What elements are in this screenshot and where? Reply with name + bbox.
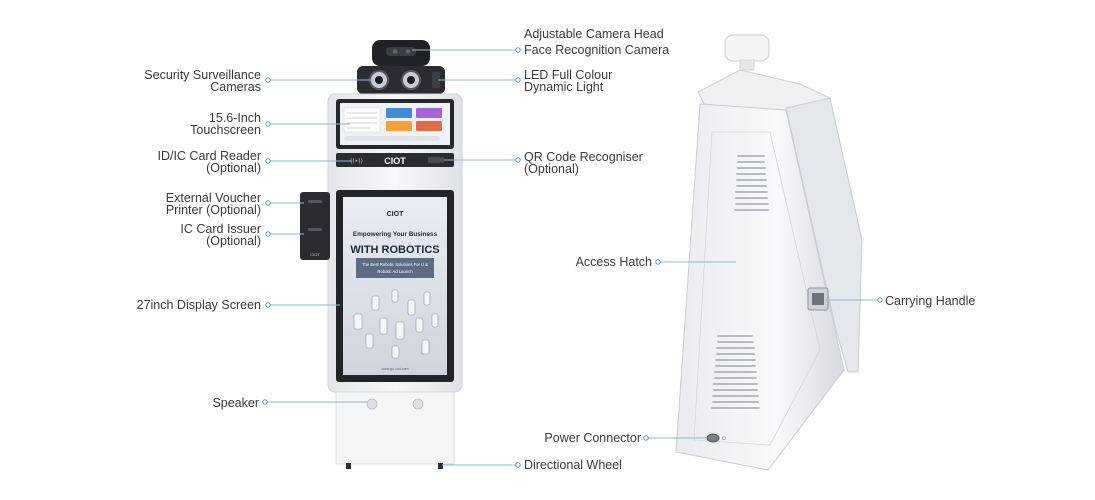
label-security-cameras-line1: Security Surveillance (144, 68, 261, 82)
label-card-issuer-line2: (Optional) (206, 234, 261, 248)
label-face-camera: Face Recognition Camera (524, 43, 670, 57)
label-security-cameras: Security Surveillance Cameras (144, 68, 261, 94)
label-display-screen: 27inch Display Screen (136, 298, 261, 312)
poster-headline-2: WITH ROBOTICS (350, 244, 439, 256)
poster-headline-1: Empowering Your Business (353, 231, 438, 238)
access-hatch (693, 131, 821, 446)
label-touchscreen-line1: 15.6-Inch (208, 111, 261, 125)
label-security-cameras-line2: Cameras (210, 80, 261, 94)
led-light-strip (432, 72, 440, 88)
label-card-reader-line1: ID/IC Card Reader (157, 149, 261, 163)
kiosk-base (335, 391, 455, 465)
label-card-issuer: IC Card Issuer (Optional) (180, 222, 261, 248)
upper-vents (734, 155, 769, 211)
speaker-right (412, 398, 424, 410)
front-kiosk: ((•)) CIOT CIOT Empowering Your Business… (300, 40, 463, 469)
label-led-light-line1: LED Full Colour (524, 68, 613, 82)
label-access-hatch-line1: Access Hatch (575, 255, 652, 269)
printer-brand-logo: CIOT (310, 252, 320, 257)
label-power-connector: Power Connector (544, 431, 641, 445)
lower-vents (711, 335, 760, 409)
speaker-left (366, 398, 378, 410)
label-power-connector-line1: Power Connector (544, 431, 641, 445)
label-led-light: LED Full Colour Dynamic Light (524, 68, 613, 94)
label-touchscreen-line2: Touchscreen (190, 123, 261, 137)
label-directional-wheel: Directional Wheel (524, 458, 622, 472)
label-directional-wheel-line1: Directional Wheel (524, 458, 622, 472)
label-access-hatch: Access Hatch (575, 255, 652, 269)
label-card-issuer-line1: IC Card Issuer (180, 222, 261, 236)
label-speaker-line1: Speaker (212, 396, 259, 410)
external-printer-box (300, 192, 330, 260)
kiosk-brand-logo: CIOT (384, 156, 406, 166)
side-kiosk: ⏻ (675, 34, 863, 471)
qr-code-recogniser (428, 157, 444, 163)
power-symbol-icon: ⏻ (722, 436, 726, 442)
display-screen-poster (343, 197, 447, 375)
label-card-reader: ID/IC Card Reader (Optional) (157, 149, 261, 175)
label-carrying-handle: Carrying Handle (885, 294, 976, 308)
side-camera-head (724, 34, 770, 62)
label-voucher-printer: External Voucher Printer (Optional) (165, 191, 261, 217)
callout-lines (262, 47, 883, 468)
poster-subtitle-box (356, 258, 434, 278)
wheel-left (346, 463, 351, 469)
poster-brand-logo: CIOT (387, 211, 404, 218)
poster-footer: www.gz-ciot.com (382, 367, 409, 371)
card-reader-icon: ((•)) (350, 158, 363, 165)
label-camera-head: Adjustable Camera Head (524, 27, 664, 41)
label-camera-head-line1: Adjustable Camera Head (524, 27, 664, 41)
label-speaker: Speaker (212, 396, 259, 410)
label-qr-recogniser-line2: (Optional) (524, 162, 579, 176)
poster-robots (353, 289, 439, 359)
label-face-camera-line1: Face Recognition Camera (524, 43, 670, 57)
poster-sub-2: Robotic Ad Launch (377, 269, 413, 274)
card-reader-panel (336, 153, 454, 167)
label-card-reader-line2: (Optional) (206, 161, 261, 175)
power-connector (706, 433, 720, 443)
label-qr-recogniser: QR Code Recogniser (Optional) (524, 150, 643, 176)
label-touchscreen: 15.6-Inch Touchscreen (190, 111, 261, 137)
label-display-screen-line1: 27inch Display Screen (136, 298, 261, 312)
label-voucher-printer-line2: Printer (Optional) (165, 203, 261, 217)
poster-sub-1: The Best Robotic Solutions For U & (362, 262, 428, 267)
label-qr-recogniser-line1: QR Code Recogniser (524, 150, 643, 164)
label-voucher-printer-line1: External Voucher (165, 191, 261, 205)
face-recognition-camera (386, 47, 416, 56)
label-led-light-line2: Dynamic Light (524, 80, 604, 94)
side-screen-panel (785, 97, 863, 373)
label-carrying-handle-line1: Carrying Handle (885, 294, 976, 308)
wheel-right (438, 463, 443, 469)
